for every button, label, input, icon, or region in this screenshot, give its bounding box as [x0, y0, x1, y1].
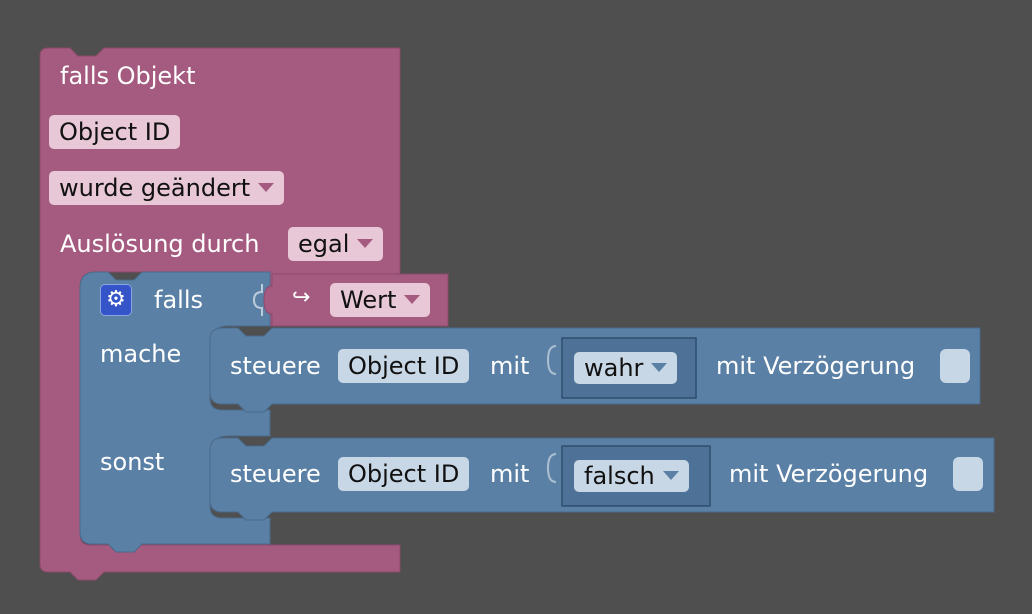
- do-label: mache: [100, 340, 182, 368]
- control-1-value-dropdown[interactable]: wahr: [574, 352, 678, 384]
- trigger-dropdown[interactable]: egal: [288, 227, 384, 261]
- event-dropdown[interactable]: wurde geändert: [49, 171, 285, 205]
- dropdown-arrow-icon: [662, 470, 679, 480]
- if-block-shape[interactable]: [79, 271, 271, 553]
- control-2-label: steuere: [230, 460, 321, 488]
- trigger-dropdown-value: egal: [298, 230, 350, 258]
- trigger-label: Auslösung durch: [60, 230, 260, 258]
- if-label: falls: [154, 286, 203, 314]
- control-2-with-label: mit: [490, 460, 530, 488]
- control-1-delay-label: mit Verzögerung: [716, 352, 916, 380]
- trigger-title: falls Objekt: [60, 62, 196, 90]
- control-1-with-label: mit: [490, 352, 530, 380]
- return-arrow-icon: ↪: [292, 285, 311, 310]
- dropdown-arrow-icon: [357, 238, 374, 248]
- event-dropdown-value: wurde geändert: [59, 174, 251, 202]
- object-id-field[interactable]: Object ID: [49, 115, 181, 149]
- control-2-object-id-field[interactable]: Object ID: [338, 457, 470, 491]
- dropdown-arrow-icon: [651, 362, 668, 372]
- value-dropdown-label: Wert: [340, 286, 397, 314]
- dropdown-arrow-icon: [404, 294, 421, 304]
- control-1-object-id-field[interactable]: Object ID: [338, 349, 470, 383]
- control-2-value: falsch: [584, 462, 655, 490]
- control-2-delay-label: mit Verzögerung: [729, 460, 929, 488]
- value-dropdown[interactable]: Wert: [330, 283, 431, 317]
- else-label: sonst: [100, 448, 165, 476]
- dropdown-arrow-icon: [258, 182, 275, 192]
- control-2-value-dropdown[interactable]: falsch: [574, 460, 689, 492]
- control-1-delay-checkbox[interactable]: [940, 349, 970, 383]
- control-1-label: steuere: [230, 352, 321, 380]
- if-condition-socket: [252, 284, 263, 316]
- gear-icon[interactable]: ⚙: [100, 284, 132, 316]
- control-1-value: wahr: [584, 354, 644, 382]
- control-2-delay-checkbox[interactable]: [953, 457, 983, 491]
